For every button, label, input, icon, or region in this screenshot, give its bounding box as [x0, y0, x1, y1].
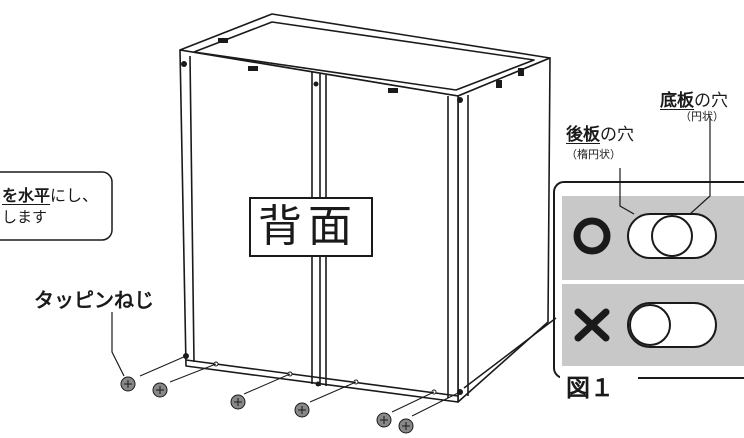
- back-board-hole-label: 後板の穴: [566, 120, 634, 145]
- ng-round-hole: [629, 304, 671, 346]
- cabinet-right-side: [457, 57, 551, 403]
- screw-guides: [139, 355, 461, 417]
- callout-left-line1: を水平にし、: [2, 182, 98, 206]
- bottom-board-hole-label: 底板の穴: [660, 86, 728, 111]
- ng-cross-icon: [574, 308, 610, 342]
- tapping-screw-icon: [120, 376, 414, 434]
- bottom-board-emph: 底板: [660, 91, 694, 111]
- callout-emph: 水平: [18, 186, 51, 205]
- figure-1: [553, 116, 744, 402]
- screw-label-leader: [111, 312, 125, 377]
- back-board-hole-note: （楕円状）: [566, 148, 621, 161]
- bottom-board-hole-note: （円状）: [680, 110, 724, 123]
- hole-label-arrows: [619, 116, 711, 215]
- callout-suffix: にし、: [50, 186, 99, 205]
- callout-prefix: を: [2, 186, 19, 205]
- callout-left-box: [0, 171, 113, 241]
- figure-title-tab: [560, 366, 638, 402]
- screw-label: タッピンねじ: [34, 288, 154, 312]
- cabinet-fittings: [181, 38, 524, 395]
- figure-leader: [463, 317, 557, 389]
- back-board-emph: 後板: [566, 125, 600, 145]
- back-board-suffix: の穴: [600, 125, 634, 145]
- callout-left-line2: します: [2, 208, 48, 226]
- bottom-board-suffix: の穴: [694, 91, 728, 111]
- back-label: 背面: [258, 201, 358, 252]
- ok-round-hole: [651, 215, 693, 257]
- figure-title: 図１: [566, 374, 614, 402]
- back-label-box: [249, 197, 373, 257]
- ok-circle-icon: [573, 217, 611, 255]
- cabinet-top-inner: [193, 21, 535, 91]
